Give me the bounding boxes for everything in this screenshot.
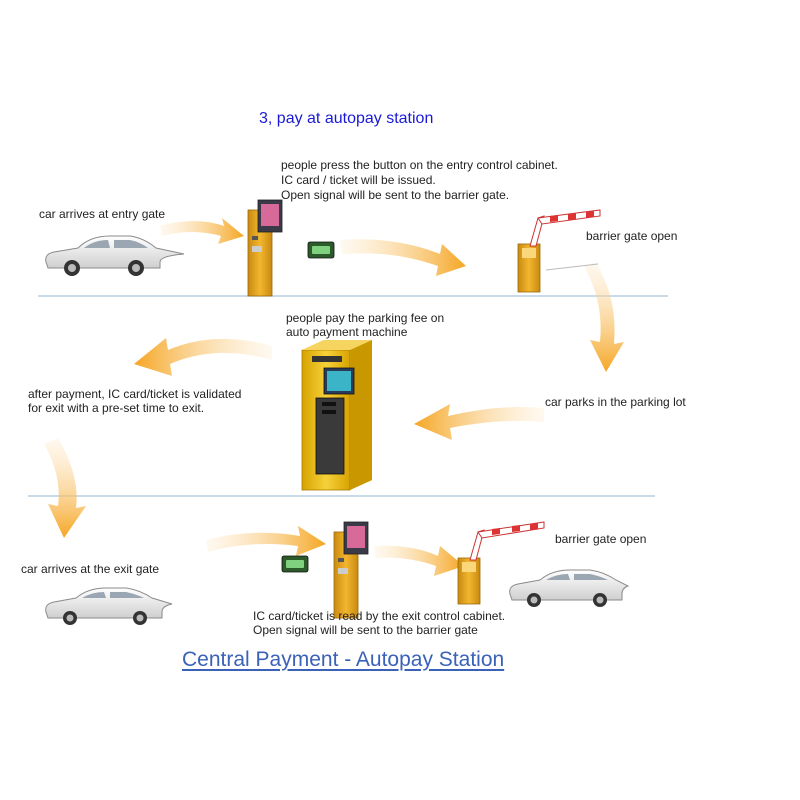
arrow-validation-to-exit (44, 438, 86, 538)
diagram-step-title: 3, pay at autopay station (259, 110, 434, 127)
exit-caption-line-2: Open signal will be sent to the barrier … (253, 623, 478, 637)
exit-control-cabinet-icon (333, 521, 369, 619)
payment-caption-line-2: auto payment machine (286, 325, 408, 339)
barrier-open-bottom-label: barrier gate open (555, 532, 647, 546)
barrier-gate-bottom-icon (457, 521, 545, 605)
barrier-gate-top-icon (517, 209, 601, 293)
arrow-car-to-entry-cabinet (160, 218, 244, 244)
car-leaving-icon (509, 569, 630, 607)
validation-caption-line-2: for exit with a pre-set time to exit. (28, 401, 205, 415)
car-exit-icon (45, 587, 173, 625)
car-entry-label: car arrives at entry gate (39, 207, 166, 221)
entry-caption-line-2: IC card / ticket will be issued. (281, 173, 436, 187)
arrow-car-to-exit-cabinet (206, 526, 326, 556)
payment-caption-line-1: people pay the parking fee on (286, 311, 445, 325)
car-parks-label: car parks in the parking lot (545, 395, 686, 409)
ic-card-exit-icon (281, 555, 309, 573)
car-entry-icon (45, 235, 185, 276)
entry-caption-line-1: people press the button on the entry con… (281, 158, 558, 172)
arrow-exit-cabinet-to-barrier (374, 545, 464, 576)
barrier-open-top-label: barrier gate open (586, 229, 678, 243)
ic-card-entry-icon (307, 241, 335, 259)
arrow-entry-to-barrier (340, 239, 466, 276)
entry-caption-line-3: Open signal will be sent to the barrier … (281, 188, 510, 202)
arrow-barrier-to-parking (584, 262, 624, 372)
arrow-kiosk-to-validation (134, 338, 272, 376)
car-exit-label: car arrives at the exit gate (21, 562, 160, 576)
exit-caption-line-1: IC card/ticket is read by the exit contr… (253, 609, 506, 623)
arrow-parking-to-kiosk (414, 404, 544, 440)
entry-control-cabinet-icon (247, 199, 283, 297)
diagram-footer-title: Central Payment - Autopay Station (182, 648, 505, 671)
validation-caption-line-1: after payment, IC card/ticket is validat… (28, 387, 242, 401)
auto-payment-machine-icon (301, 340, 372, 491)
